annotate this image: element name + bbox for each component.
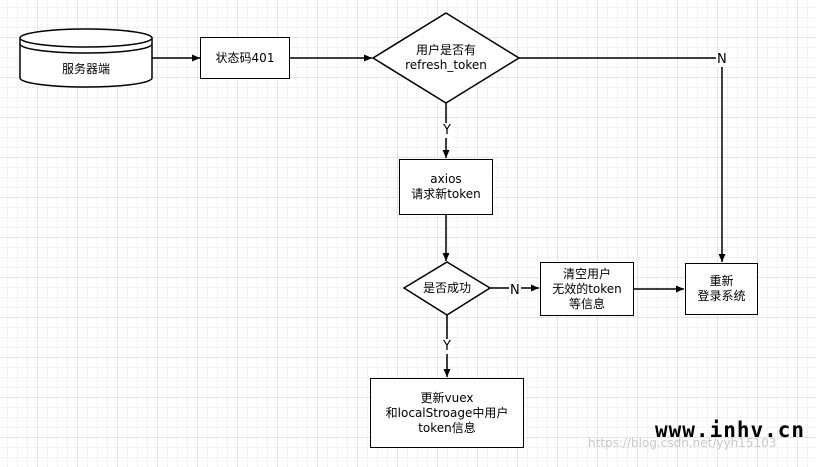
- node-axios-request: axios 请求新token: [399, 159, 493, 215]
- edge-label-refresh-yes: Y: [442, 123, 452, 138]
- edge-label-success-yes: Y: [442, 339, 452, 354]
- edge-refresh-no: [519, 57, 726, 262]
- node-clear-token-label: 清空用户 无效的token 等信息: [552, 266, 622, 311]
- node-decision-success: 是否成功: [404, 279, 490, 297]
- node-decision-refresh-token: 用户是否有 refresh_token: [373, 38, 519, 78]
- node-decision-success-label: 是否成功: [422, 280, 471, 295]
- node-server: 服务器端: [20, 49, 152, 89]
- node-status-401: 状态码401: [200, 37, 290, 79]
- node-relogin: 重新 登录系统: [685, 263, 758, 315]
- node-decision-refresh-token-label: 用户是否有 refresh_token: [405, 43, 487, 72]
- node-server-label: 服务器端: [61, 61, 110, 76]
- node-status-401-label: 状态码401: [215, 50, 275, 65]
- node-update-vuex-label: 更新vuex 和localStroage中用户 token信息: [385, 390, 509, 435]
- node-axios-request-label: axios 请求新token: [411, 172, 481, 201]
- edge-label-success-no: N: [509, 283, 521, 298]
- site-logo: www.inhv.cn: [655, 418, 806, 442]
- node-relogin-label: 重新 登录系统: [697, 274, 746, 303]
- edge-label-refresh-no: N: [716, 52, 728, 67]
- watermark-text: https://blog.csdn.net/yyh15103: [588, 436, 777, 450]
- node-clear-token: 清空用户 无效的token 等信息: [540, 262, 634, 316]
- node-update-vuex: 更新vuex 和localStroage中用户 token信息: [370, 378, 524, 448]
- server-cylinder: [19, 28, 153, 88]
